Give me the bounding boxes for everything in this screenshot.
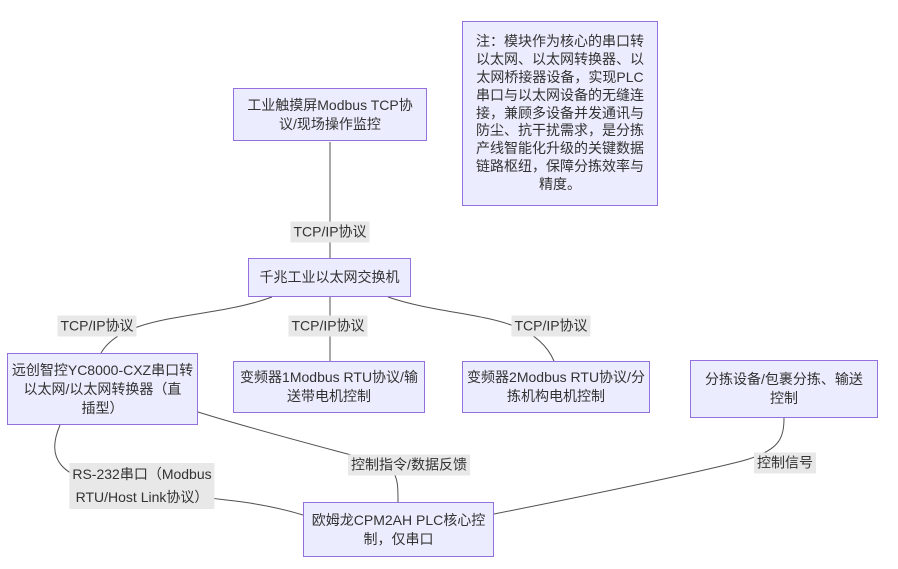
- node-plc-label: 欧姆龙CPM2AH PLC核心控 制，仅串口: [311, 511, 486, 547]
- node-omron-plc: 欧姆龙CPM2AH PLC核心控 制，仅串口: [303, 502, 494, 557]
- edge-label-rs232-serial: RS-232串口（Modbus RTU/Host Link协议）: [69, 463, 215, 509]
- edge-label-control-command: 控制指令/数据反馈: [348, 454, 470, 476]
- edge-label-tcpip-vfd1: TCP/IP协议: [288, 315, 368, 337]
- node-sorting-equipment: 分拣设备/包裹分拣、输送 控制: [690, 360, 878, 418]
- edge-switch-converter: [100, 296, 273, 354]
- edge-switch-vfd2: [387, 296, 555, 362]
- edge-plc-sorter: [493, 417, 785, 515]
- node-ethernet-switch: 千兆工业以太网交换机: [248, 258, 411, 297]
- node-converter-label: 远创智控YC8000-CXZ串口转 以太网/以太网转换器（直 插型）: [11, 361, 194, 416]
- note-box: 注：模块作为核心的串口转 以太网、以太网转换器、以 太网桥接器设备，实现PLC …: [462, 21, 658, 206]
- node-vfd1-label: 变频器1Modbus RTU协议/输 送带电机控制: [240, 369, 418, 404]
- node-serial-ethernet-converter: 远创智控YC8000-CXZ串口转 以太网/以太网转换器（直 插型）: [7, 353, 198, 425]
- edge-label-tcpip-hmi: TCP/IP协议: [290, 221, 370, 243]
- node-vfd1: 变频器1Modbus RTU协议/输 送带电机控制: [233, 361, 425, 413]
- node-touchscreen-label: 工业触摸屏Modbus TCP协 议/现场操作监控: [247, 96, 413, 132]
- node-vfd2-label: 变频器2Modbus RTU协议/分 拣机构电机控制: [467, 369, 645, 404]
- edge-label-tcpip-converter: TCP/IP协议: [57, 315, 137, 337]
- edge-label-control-signal: 控制信号: [754, 452, 816, 474]
- node-touchscreen-hmi: 工业触摸屏Modbus TCP协 议/现场操作监控: [233, 88, 427, 141]
- edge-label-tcpip-vfd2: TCP/IP协议: [511, 315, 591, 337]
- note-text: 注：模块作为核心的串口转 以太网、以太网转换器、以 太网桥接器设备，实现PLC …: [476, 33, 644, 192]
- node-sorter-label: 分拣设备/包裹分拣、输送 控制: [705, 371, 863, 406]
- node-switch-label: 千兆工业以太网交换机: [259, 269, 400, 285]
- node-vfd2: 变频器2Modbus RTU协议/分 拣机构电机控制: [462, 361, 650, 413]
